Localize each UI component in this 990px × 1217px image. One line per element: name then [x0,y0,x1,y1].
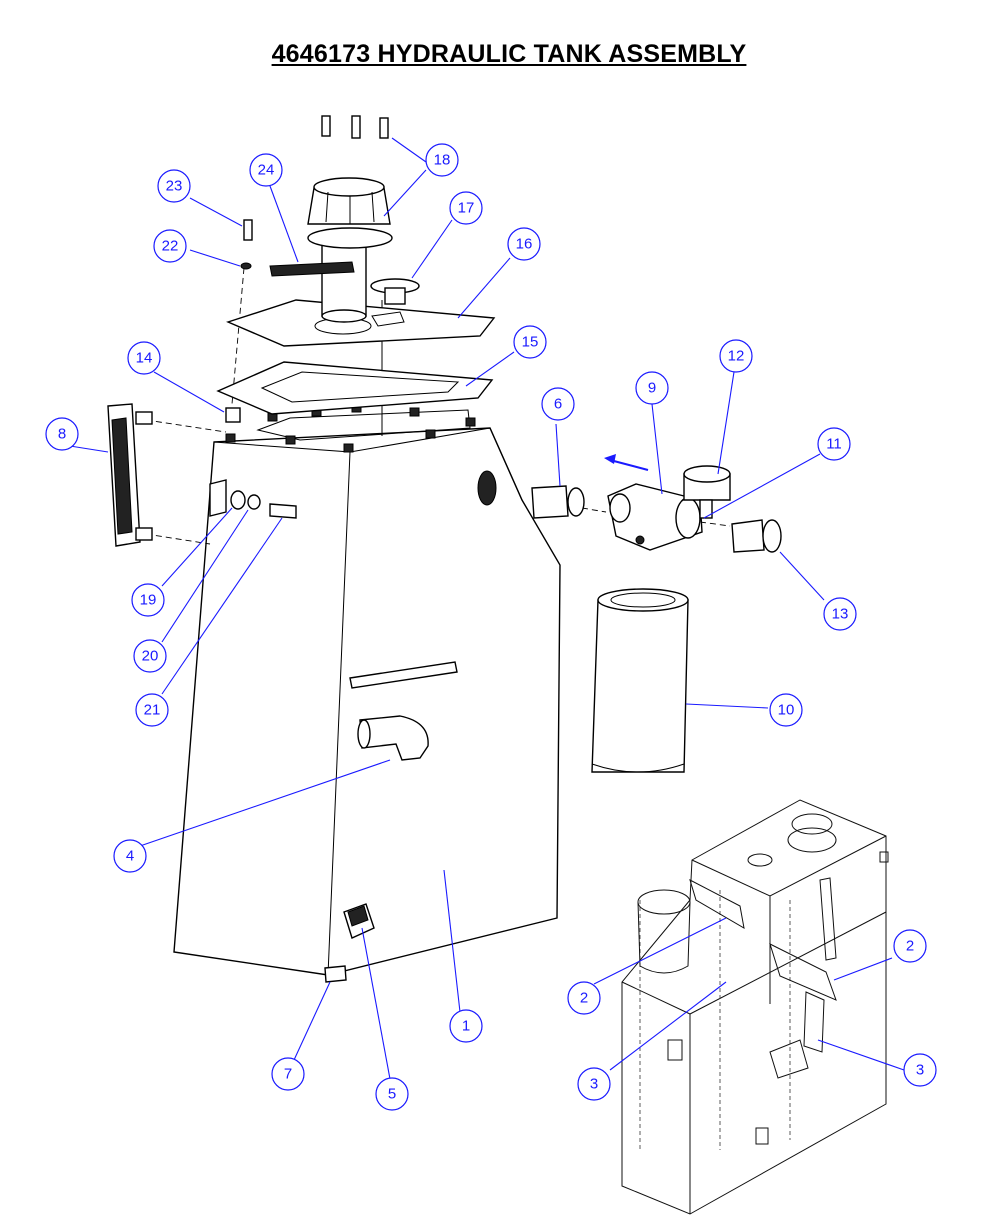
svg-text:9: 9 [648,380,656,397]
callout-20: 20 [133,639,167,673]
svg-text:1: 1 [462,1018,470,1035]
callout-21: 21 [135,693,169,727]
svg-text:6: 6 [554,396,562,413]
callout-13: 13 [823,597,857,631]
svg-text:18: 18 [434,152,451,169]
hardware [230,490,297,519]
svg-text:11: 11 [826,436,842,453]
callout-3: 3 [577,1067,611,1101]
filter-head [607,483,703,551]
flow-arrow [604,454,649,471]
callout-1: 1 [449,1009,483,1043]
svg-text:2: 2 [580,990,588,1007]
callout-15: 15 [513,325,547,359]
callout-19: 19 [131,583,165,617]
callout-7: 7 [271,1057,305,1091]
adapter [531,485,585,519]
svg-text:5: 5 [388,1086,396,1103]
callout-8: 8 [45,417,79,451]
callout-11: 11 [817,427,851,461]
decal [269,261,355,277]
svg-text:22: 22 [162,238,179,255]
callout-12: 12 [719,339,753,373]
dipstick-cap [370,278,420,305]
screws [321,115,389,139]
svg-text:3: 3 [916,1062,924,1079]
callout-2-inset: 2 [893,929,927,963]
callout-4: 4 [113,839,147,873]
callout-10: 10 [769,693,803,727]
callout-17: 17 [449,191,483,225]
svg-text:21: 21 [144,702,161,719]
svg-text:4: 4 [126,848,134,865]
callout-6: 6 [541,387,575,421]
sight-gauge [107,403,153,547]
callout-5: 5 [375,1077,409,1111]
svg-text:3: 3 [590,1076,598,1093]
svg-text:7: 7 [284,1066,292,1083]
svg-text:20: 20 [142,648,159,665]
svg-text:16: 16 [516,236,533,253]
leader-lines [69,137,905,1080]
filler-breather [307,177,393,323]
filter-element [591,588,689,773]
fitting-13 [731,519,782,553]
gasket [216,361,494,415]
inset-assembly [621,799,889,1215]
callout-14: 14 [127,341,161,375]
svg-text:24: 24 [258,162,275,179]
tank-body [173,403,561,983]
svg-text:2: 2 [906,938,914,955]
callout-24: 24 [249,153,283,187]
svg-text:17: 17 [458,200,475,217]
callout-22: 22 [153,229,187,263]
screw [243,219,253,241]
callout-9: 9 [635,371,669,405]
callout-2: 2 [567,981,601,1015]
svg-text:10: 10 [778,702,795,719]
callout-18: 18 [425,143,459,177]
svg-text:15: 15 [522,334,539,351]
svg-text:13: 13 [832,606,849,623]
callout-23: 23 [157,169,191,203]
svg-text:14: 14 [136,350,153,367]
svg-text:19: 19 [140,592,157,609]
washer [240,262,252,270]
assembly-lines [145,267,731,545]
diagram-title: 4646173 HYDRAULIC TANK ASSEMBLY [271,40,747,68]
callout-16: 16 [507,227,541,261]
cover-plate [226,299,496,347]
svg-text:8: 8 [58,426,66,443]
fitting [225,407,241,423]
callout-3-inset: 3 [903,1053,937,1087]
svg-text:12: 12 [728,348,745,365]
svg-text:23: 23 [166,178,183,195]
